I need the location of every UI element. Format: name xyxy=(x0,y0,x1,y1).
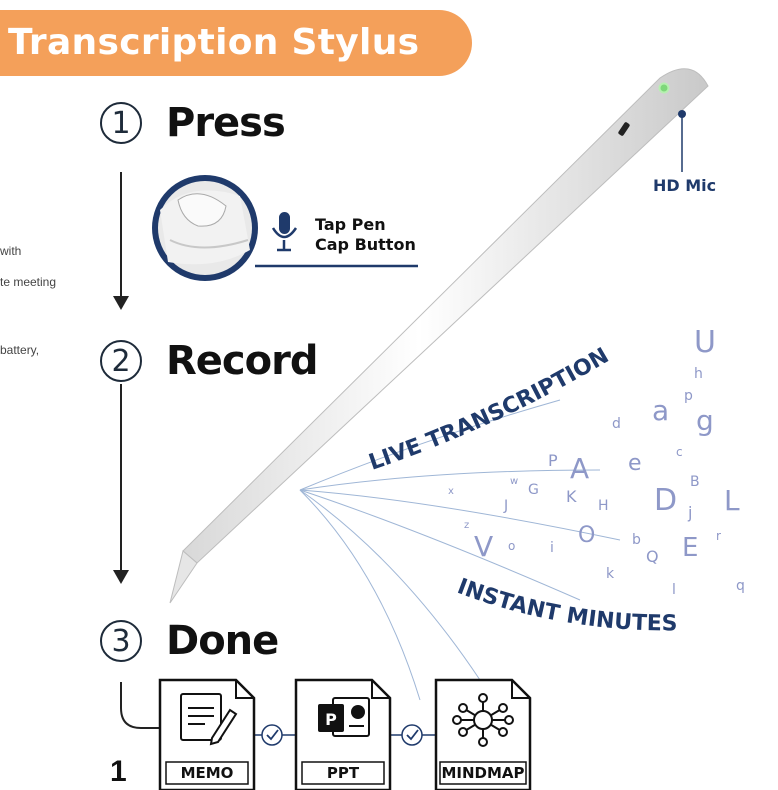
step-1-circle: 1 xyxy=(100,102,142,144)
step-3-circle: 3 xyxy=(100,620,142,662)
scattered-letter: P xyxy=(548,451,558,470)
page-number: 1 xyxy=(110,755,127,788)
scattered-letter: i xyxy=(550,540,554,556)
scattered-letter: b xyxy=(632,532,641,548)
scattered-letter: D xyxy=(654,483,677,518)
scattered-letter: h xyxy=(694,366,703,382)
banner-title: Transcription Stylus xyxy=(8,22,420,63)
scattered-letter: O xyxy=(578,523,595,548)
hd-mic-label: HD Mic xyxy=(653,176,717,195)
mindmap-label: MINDMAP xyxy=(441,764,525,782)
side-text-1: with xyxy=(0,244,22,258)
mindmap-icon xyxy=(452,693,514,747)
instant-minutes-text: INSTANT MINUTES xyxy=(454,574,678,636)
ppt-icon: P xyxy=(318,697,370,737)
scattered-letter: L xyxy=(724,484,740,517)
step-3-label: Done xyxy=(166,618,279,664)
tap-label-line-2: Cap Button xyxy=(315,235,416,254)
side-text-3: battery, xyxy=(0,343,40,357)
step-1-label: Press xyxy=(166,100,286,146)
transcription-fan xyxy=(299,399,621,701)
scattered-letter: V xyxy=(474,530,493,563)
tap-pen-cap-label: Tap Pen Cap Button xyxy=(315,215,416,255)
scattered-letter: E xyxy=(682,533,698,563)
svg-text:P: P xyxy=(325,710,337,729)
ppt-document: P xyxy=(294,678,392,790)
scattered-letter: g xyxy=(696,404,714,437)
tap-label-line-1: Tap Pen xyxy=(315,215,386,234)
scattered-letter: k xyxy=(606,566,615,582)
scattered-letter: K xyxy=(566,487,577,506)
ppt-label: PPT xyxy=(326,764,360,782)
scattered-letter: j xyxy=(687,503,692,522)
scattered-letter: e xyxy=(628,451,642,476)
mindmap-document xyxy=(434,678,532,790)
stylus-pen xyxy=(169,68,709,604)
memo-label: MEMO xyxy=(180,764,234,782)
scattered-letter: c xyxy=(676,445,683,459)
scattered-letter: l xyxy=(672,582,676,598)
scattered-letter: x xyxy=(448,486,454,497)
title-banner: Transcription Stylus xyxy=(0,10,472,76)
memo-document xyxy=(158,678,256,790)
scattered-letter: o xyxy=(508,539,515,553)
scattered-letter: a xyxy=(652,394,669,427)
flow-arrow-1 xyxy=(113,172,129,310)
scattered-letter: H xyxy=(598,498,609,514)
flow-arrow-2 xyxy=(113,384,129,584)
scattered-letter: U xyxy=(694,325,716,360)
side-text-2: te meeting xyxy=(0,275,57,289)
scattered-letter: p xyxy=(684,388,693,404)
scattered-letter: z xyxy=(464,520,469,531)
memo-icon xyxy=(180,693,238,746)
scattered-letter: A xyxy=(570,452,589,485)
scattered-letter: r xyxy=(716,529,721,543)
step-2-circle: 2 xyxy=(100,340,142,382)
press-thumbnail xyxy=(152,175,258,281)
scattered-letter: J xyxy=(503,498,508,514)
microphone-icon xyxy=(271,212,298,252)
check-connectors xyxy=(251,724,436,746)
scattered-letter: q xyxy=(736,578,745,594)
scattered-letter: G xyxy=(528,482,539,498)
scattered-letter: w xyxy=(510,476,518,487)
scattered-letter: d xyxy=(612,416,621,432)
scattered-letter: Q xyxy=(646,547,659,566)
step-2-label: Record xyxy=(166,338,318,384)
scattered-letter: B xyxy=(690,474,700,490)
connector-line xyxy=(120,682,160,729)
